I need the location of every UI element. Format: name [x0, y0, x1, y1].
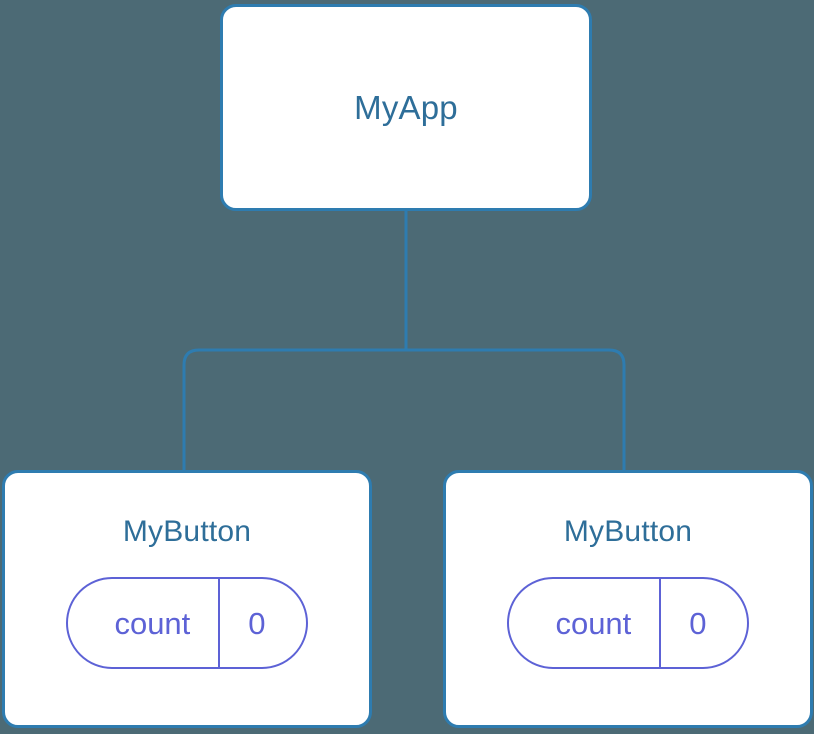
state-pill[interactable]: count 0 — [66, 577, 308, 669]
state-pill[interactable]: count 0 — [507, 577, 749, 669]
node-title: MyButton — [563, 515, 693, 548]
state-value: 0 — [218, 579, 305, 667]
node-mybutton-1[interactable]: MyButton count 0 — [443, 470, 813, 728]
node-title: MyApp — [354, 89, 458, 126]
connector-branch-right — [406, 348, 626, 470]
state-key: count — [555, 605, 632, 641]
node-myapp[interactable]: MyApp — [220, 4, 592, 211]
node-title: MyButton — [122, 515, 252, 548]
connector-branch-left — [182, 348, 406, 470]
state-key: count — [114, 605, 191, 641]
state-value: 0 — [659, 579, 746, 667]
node-mybutton-0[interactable]: MyButton count 0 — [2, 470, 372, 728]
